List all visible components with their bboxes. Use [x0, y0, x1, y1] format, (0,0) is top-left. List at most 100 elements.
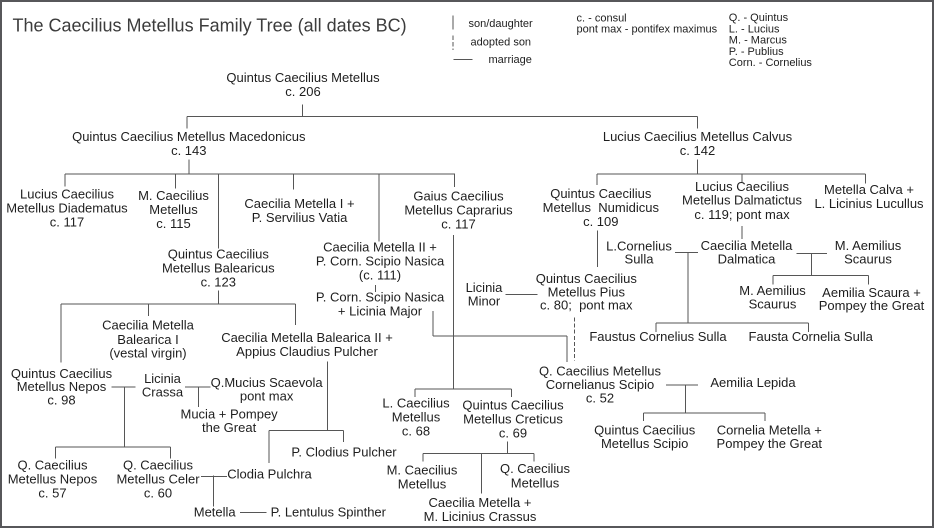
svg-text:Metellus Caprarius: Metellus Caprarius	[404, 203, 513, 218]
svg-text:Quintus Caecilius Metellus Mac: Quintus Caecilius Metellus Macedonicus	[72, 129, 306, 144]
svg-text:+ Licinia Major: + Licinia Major	[338, 304, 423, 319]
svg-text:Faustus Cornelius Sulla: Faustus Cornelius Sulla	[589, 329, 727, 344]
svg-text:Cornelia Metella +: Cornelia Metella +	[717, 422, 822, 437]
svg-text:Metellus Creticus: Metellus Creticus	[463, 412, 563, 427]
svg-text:c. 98: c. 98	[47, 392, 75, 407]
svg-text:Quintus Caecilius Metellus: Quintus Caecilius Metellus	[226, 70, 380, 85]
svg-text:P. Servilius Vatia: P. Servilius Vatia	[252, 210, 348, 225]
svg-text:Mucia + Pompey: Mucia + Pompey	[181, 407, 279, 422]
svg-text:Clodia Pulchra: Clodia Pulchra	[227, 466, 312, 481]
svg-text:Dalmatica: Dalmatica	[718, 251, 777, 266]
svg-text:Lucius Caecilius: Lucius Caecilius	[20, 186, 114, 201]
svg-text:Corn. - Cornelius: Corn. - Cornelius	[729, 57, 813, 69]
svg-text:Caecilia Metella I +: Caecilia Metella I +	[244, 196, 354, 211]
svg-text:c. 142: c. 142	[680, 143, 715, 158]
svg-text:c. 117: c. 117	[50, 215, 84, 230]
svg-text:L. - Lucius: L. - Lucius	[729, 23, 780, 35]
svg-text:pont max - pontifex maximus: pont max - pontifex maximus	[577, 23, 718, 35]
svg-text:c. 109: c. 109	[583, 214, 618, 229]
svg-text:Quintus Caecilius: Quintus Caecilius	[550, 186, 652, 201]
svg-text:Balearica I: Balearica I	[117, 332, 178, 347]
svg-text:Metellus: Metellus	[149, 202, 198, 217]
svg-text:P. Lentulus Spinther: P. Lentulus Spinther	[271, 505, 387, 520]
svg-text:c. 52: c. 52	[586, 390, 614, 405]
svg-text:P. Corn. Scipio Nasica: P. Corn. Scipio Nasica	[316, 290, 445, 305]
svg-text:Metellus Diadematus: Metellus Diadematus	[6, 200, 128, 215]
svg-text:Scaurus: Scaurus	[844, 251, 892, 266]
svg-text:Q.Mucius Scaevola: Q.Mucius Scaevola	[211, 375, 324, 390]
svg-text:Metella: Metella	[194, 505, 237, 520]
svg-text:P. - Publius: P. - Publius	[729, 46, 784, 58]
svg-text:Quintus Caecilius: Quintus Caecilius	[462, 398, 564, 413]
svg-text:pont max: pont max	[240, 389, 294, 404]
svg-text:Metellus: Metellus	[398, 476, 447, 491]
svg-text:Quintus Caecilius: Quintus Caecilius	[11, 366, 113, 381]
svg-text:the Great: the Great	[202, 420, 257, 435]
svg-text:M. Licinius Crassus: M. Licinius Crassus	[424, 509, 537, 524]
svg-text:Pompey the Great: Pompey the Great	[819, 298, 925, 313]
svg-text:Metellus Pius: Metellus Pius	[548, 284, 626, 299]
svg-text:Quintus Caecilius: Quintus Caecilius	[536, 271, 638, 286]
svg-text:c. 115: c. 115	[156, 216, 190, 231]
svg-text:Aemilia Scaura +: Aemilia Scaura +	[822, 285, 921, 300]
svg-text:Metellus: Metellus	[511, 475, 560, 490]
svg-text:Minor: Minor	[468, 294, 501, 309]
svg-text:Lucius Caecilius: Lucius Caecilius	[695, 179, 789, 194]
svg-text:Cornelianus Scipio: Cornelianus Scipio	[546, 377, 654, 392]
svg-text:Q. - Quintus: Q. - Quintus	[729, 12, 789, 24]
svg-text:Caecilia Metella: Caecilia Metella	[102, 318, 195, 333]
svg-text:M. Caecilius: M. Caecilius	[138, 188, 209, 203]
svg-text:Caecilia Metella II +: Caecilia Metella II +	[323, 240, 437, 255]
svg-text:Q. Caecilius Metellus: Q. Caecilius Metellus	[539, 363, 662, 378]
svg-text:L.Cornelius: L.Cornelius	[606, 238, 672, 253]
svg-text:L. Licinius Lucullus: L. Licinius Lucullus	[814, 196, 924, 211]
svg-text:c. 143: c. 143	[171, 143, 206, 158]
svg-text:Metellus Scipio: Metellus Scipio	[601, 436, 688, 451]
svg-text:Metella Calva +: Metella Calva +	[824, 182, 914, 197]
svg-text:Metellus: Metellus	[392, 410, 441, 425]
svg-text:Lucius Caecilius Metellus Calv: Lucius Caecilius Metellus Calvus	[603, 129, 793, 144]
svg-text:Q. Caecilius: Q. Caecilius	[17, 458, 88, 473]
svg-text:(vestal virgin): (vestal virgin)	[109, 346, 186, 361]
svg-text:Metellus Dalmatictus: Metellus Dalmatictus	[682, 193, 802, 208]
svg-text:L. Caecilius: L. Caecilius	[382, 396, 450, 411]
svg-text:son/daughter: son/daughter	[469, 18, 534, 30]
svg-text:marriage: marriage	[489, 54, 532, 66]
svg-text:c. 60: c. 60	[144, 485, 172, 500]
svg-text:M. Caecilius: M. Caecilius	[387, 462, 458, 477]
svg-text:Scaurus: Scaurus	[749, 297, 797, 312]
svg-text:c. 119; pont max: c. 119; pont max	[694, 207, 790, 222]
svg-text:Caecilia Metella: Caecilia Metella	[701, 238, 794, 253]
svg-text:c. 117: c. 117	[441, 217, 475, 232]
svg-text:c. 80; pont max: c. 80; pont max	[540, 298, 633, 313]
svg-text:Sulla: Sulla	[625, 251, 655, 266]
svg-text:Q. Caecilius: Q. Caecilius	[500, 461, 571, 476]
svg-text:Licinia: Licinia	[144, 371, 182, 386]
svg-text:(c. 111): (c. 111)	[359, 268, 401, 283]
svg-text:c. 69: c. 69	[499, 426, 527, 441]
svg-text:Caecilia Metella Balearica II: Caecilia Metella Balearica II +	[221, 330, 393, 345]
svg-text:Metellus Balearicus: Metellus Balearicus	[162, 260, 275, 275]
svg-text:Pompey the Great: Pompey the Great	[717, 436, 823, 451]
svg-text:Metellus Nepos: Metellus Nepos	[17, 379, 107, 394]
svg-text:Q. Caecilius: Q. Caecilius	[123, 458, 194, 473]
svg-text:Crassa: Crassa	[142, 385, 184, 400]
svg-text:c. 206: c. 206	[285, 84, 320, 99]
svg-text:c. 123: c. 123	[201, 274, 236, 289]
svg-text:P. Clodius Pulcher: P. Clodius Pulcher	[291, 445, 397, 460]
svg-text:Gaius Caecilius: Gaius Caecilius	[413, 188, 504, 203]
svg-text:Fausta Cornelia Sulla: Fausta Cornelia Sulla	[749, 329, 874, 344]
svg-text:M. - Marcus: M. - Marcus	[729, 35, 788, 47]
svg-text:Metellus Numidicus: Metellus Numidicus	[543, 200, 660, 215]
svg-text:M. Aemilius: M. Aemilius	[739, 283, 806, 298]
svg-text:The Caecilius Metellus Family: The Caecilius Metellus Family Tree (all …	[13, 16, 407, 36]
svg-text:P. Corn. Scipio Nasica: P. Corn. Scipio Nasica	[316, 254, 445, 269]
svg-text:Aemilia Lepida: Aemilia Lepida	[710, 375, 796, 390]
svg-text:c. 57: c. 57	[38, 485, 66, 500]
svg-text:Licinia: Licinia	[466, 280, 504, 295]
svg-text:Caecilia Metella +: Caecilia Metella +	[429, 495, 532, 510]
svg-text:c. 68: c. 68	[402, 424, 430, 439]
svg-text:Quintus Caecilius: Quintus Caecilius	[594, 422, 696, 437]
svg-text:Metellus Celer: Metellus Celer	[116, 472, 200, 487]
svg-text:M. Aemilius: M. Aemilius	[835, 238, 902, 253]
